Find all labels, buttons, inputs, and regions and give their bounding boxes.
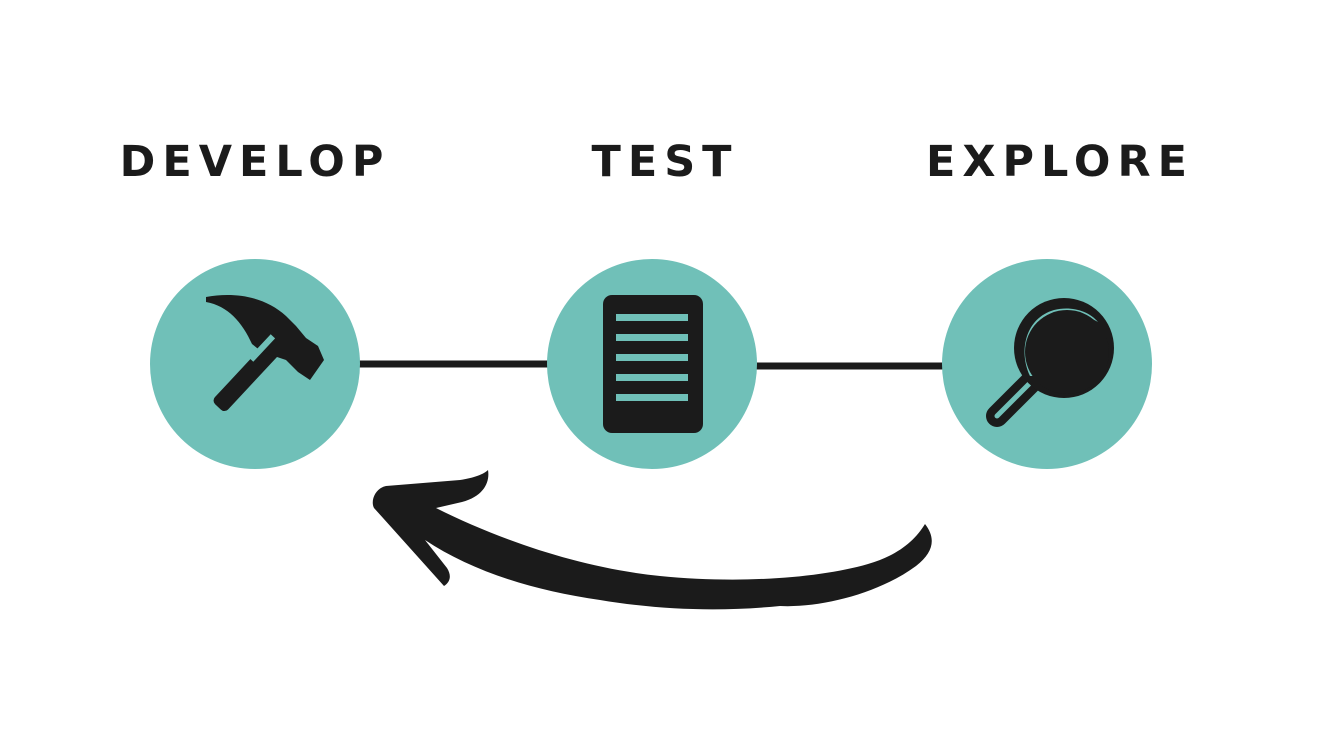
hammer-icon bbox=[206, 295, 324, 412]
loop-arrow bbox=[372, 470, 932, 610]
stage-label-test: TEST bbox=[591, 137, 739, 187]
stage-label-explore: EXPLORE bbox=[926, 137, 1194, 187]
document-icon bbox=[603, 295, 703, 433]
magnifying-glass-icon bbox=[986, 298, 1114, 427]
stage-node-develop bbox=[150, 259, 360, 469]
stage-node-explore bbox=[942, 259, 1152, 469]
stage-node-test bbox=[547, 259, 757, 469]
stage-label-develop: DEVELOP bbox=[119, 137, 391, 187]
